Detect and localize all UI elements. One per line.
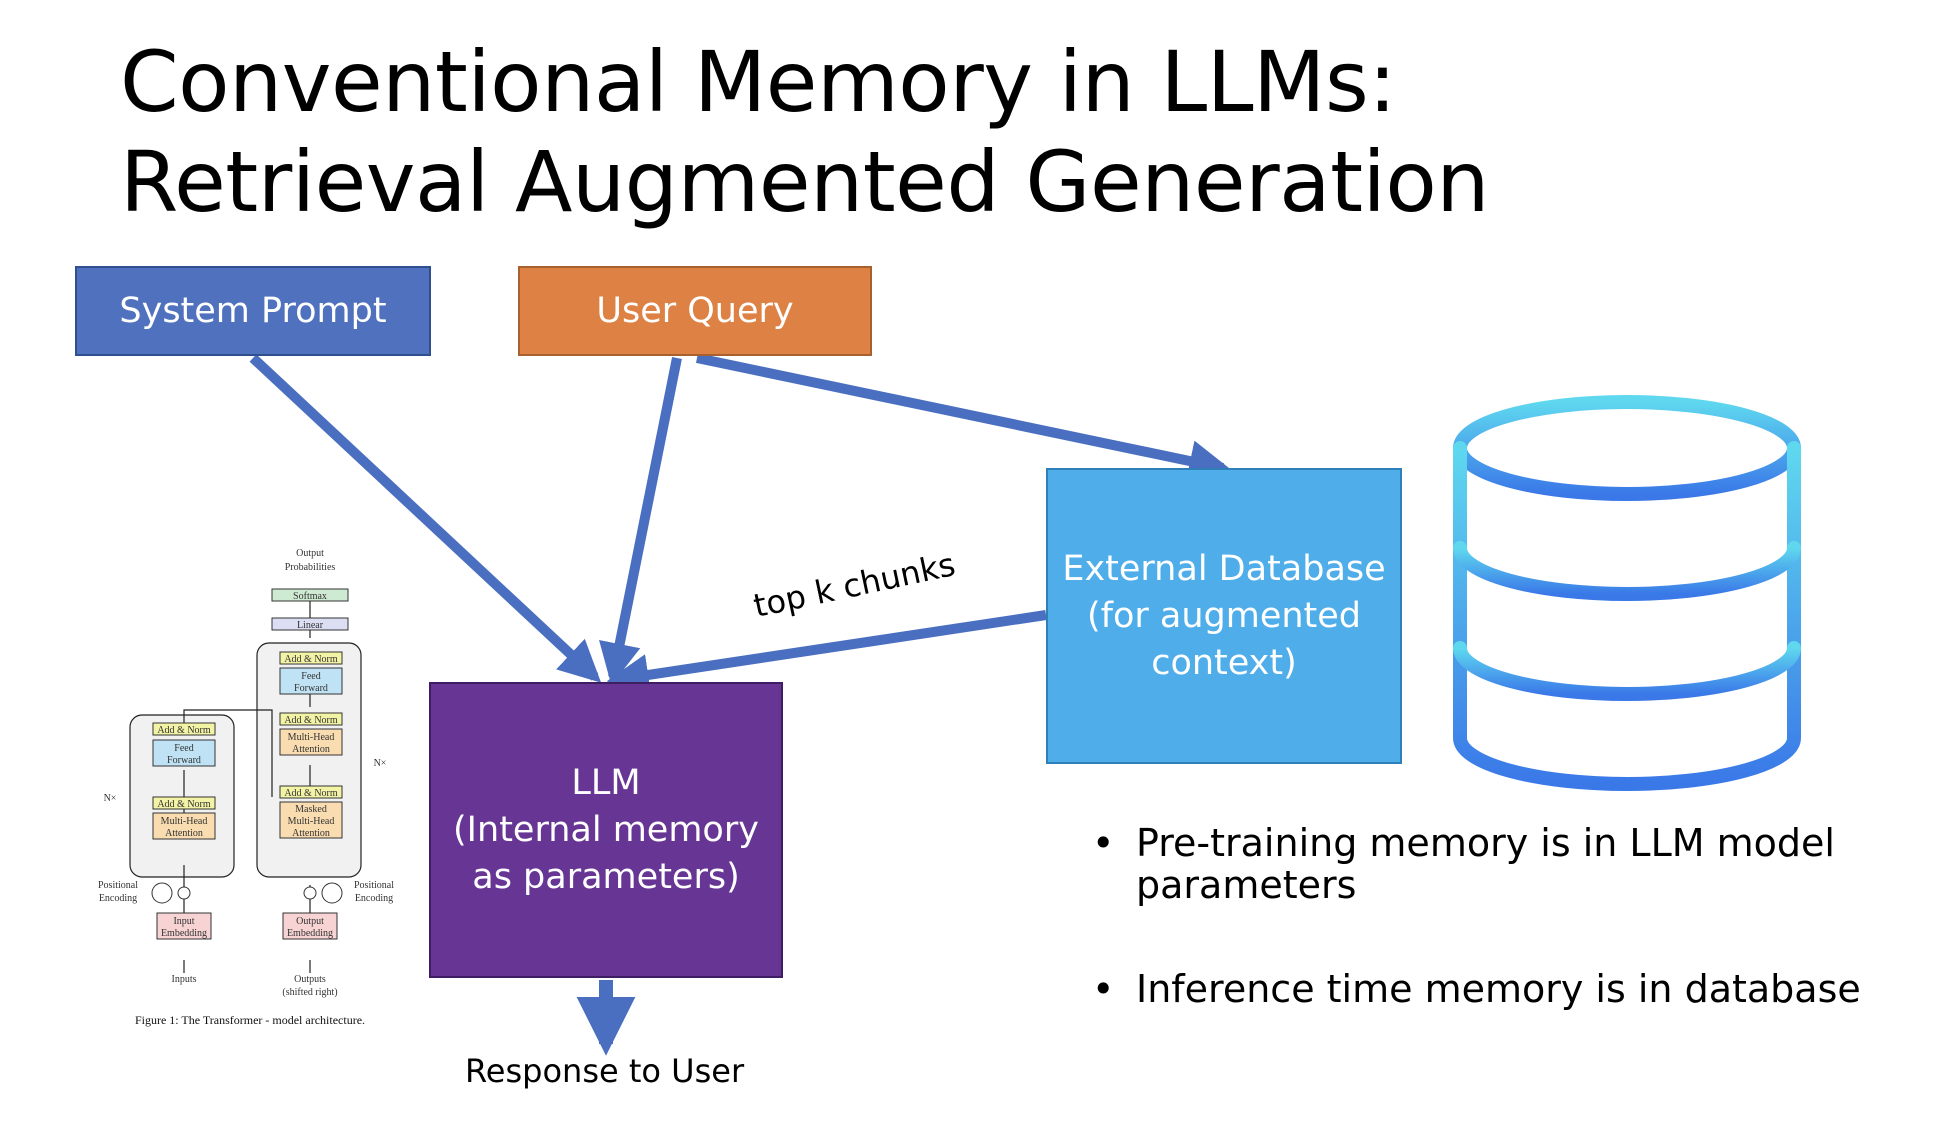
fig-pos-enc-left-1: Positional xyxy=(98,880,138,891)
fig-nx-left: N× xyxy=(104,793,117,804)
bullet-list: • Pre-training memory is in LLM model pa… xyxy=(1092,822,1952,1072)
decoder-masked-attention xyxy=(279,801,343,839)
llm-line-1: LLM xyxy=(571,762,641,803)
fig-output-emb-1: Output xyxy=(296,916,324,927)
fig-masked-3: Attention xyxy=(292,828,330,839)
fig-pos-enc-right-2: Encoding xyxy=(355,893,393,904)
decoder-positional-wave xyxy=(321,882,343,904)
fig-dec-addnorm-1: Add & Norm xyxy=(284,654,338,665)
encoder-add-circle xyxy=(177,886,191,900)
user-query-box: User Query xyxy=(518,266,872,356)
fig-dec-ff-1: Feed xyxy=(301,671,320,682)
bullet-item: • Pre-training memory is in LLM model pa… xyxy=(1092,822,1952,906)
database-icon xyxy=(1453,395,1801,791)
decoder-add-circle xyxy=(303,886,317,900)
fig-output-prob-1: Output xyxy=(296,548,324,559)
slide-title: Conventional Memory in LLMs: Retrieval A… xyxy=(120,32,1490,232)
encoder-positional-wave xyxy=(151,882,173,904)
llm-line-3: as parameters) xyxy=(472,856,740,897)
fig-enc-addnorm-1: Add & Norm xyxy=(157,725,211,736)
fig-outputs-2: (shifted right) xyxy=(282,987,337,998)
transformer-architecture-figure: Output Probabilities Softmax Linear Add … xyxy=(98,548,394,1027)
fig-dec-addnorm-2: Add & Norm xyxy=(284,715,338,726)
decoder-add-norm-3 xyxy=(279,785,343,799)
fig-masked-1: Masked xyxy=(295,804,327,815)
fig-enc-ff-2: Forward xyxy=(167,755,201,766)
fig-caption: Figure 1: The Transformer - model archit… xyxy=(135,1013,365,1027)
decoder-feed-forward xyxy=(279,667,343,695)
bullet-dot: • xyxy=(1092,967,1115,1011)
external-db-line-2: (for augmented xyxy=(1086,595,1362,636)
external-db-line-3: context) xyxy=(1151,642,1297,683)
fig-input-emb-2: Embedding xyxy=(161,928,207,939)
bullet-text-2: Inference time memory is in database xyxy=(1136,967,1861,1011)
decoder-softmax xyxy=(271,588,349,602)
fig-dec-ff-2: Forward xyxy=(294,683,328,694)
fig-input-emb-1: Input xyxy=(173,916,194,927)
fig-enc-mha-1: Multi-Head xyxy=(161,816,208,827)
fig-dec-addnorm-3: Add & Norm xyxy=(284,788,338,799)
external-db-line-1: External Database xyxy=(1062,548,1386,589)
fig-linear: Linear xyxy=(297,620,324,631)
decoder-add-norm-1 xyxy=(279,651,343,665)
fig-softmax: Softmax xyxy=(293,591,327,602)
encoder-stack-frame xyxy=(129,714,235,878)
system-prompt-box: System Prompt xyxy=(75,266,431,356)
llm-box: LLM (Internal memory as parameters) xyxy=(429,682,783,978)
encoder-multi-head-attention xyxy=(152,812,216,840)
llm-line-2: (Internal memory xyxy=(453,809,759,850)
fig-pos-enc-right-1: Positional xyxy=(354,880,394,891)
bullet-dot: • xyxy=(1092,821,1115,865)
encoder-add-norm-top xyxy=(152,722,216,736)
system-prompt-label: System Prompt xyxy=(119,291,387,331)
arrow-db-to-llm xyxy=(606,610,1047,696)
fig-dec-mha-1: Multi-Head xyxy=(288,732,335,743)
arrow-query-to-llm xyxy=(599,357,682,686)
encoder-feed-forward xyxy=(152,739,216,767)
arrow-system-to-llm xyxy=(249,354,602,683)
input-embedding xyxy=(156,912,212,940)
fig-enc-ff-1: Feed xyxy=(174,743,193,754)
title-line-2: Retrieval Augmented Generation xyxy=(120,133,1490,231)
bullet-item: • Inference time memory is in database xyxy=(1092,968,1952,1010)
decoder-add-norm-2 xyxy=(279,712,343,726)
fig-dec-mha-2: Attention xyxy=(292,744,330,755)
decoder-linear xyxy=(271,617,349,631)
fig-output-prob-2: Probabilities xyxy=(285,562,336,573)
fig-outputs-1: Outputs xyxy=(294,974,326,985)
response-to-user-label: Response to User xyxy=(465,1052,745,1090)
arrow-query-to-db xyxy=(695,353,1232,482)
fig-inputs: Inputs xyxy=(172,974,197,985)
fig-nx-right: N× xyxy=(374,758,387,769)
fig-output-emb-2: Embedding xyxy=(287,928,333,939)
bullet-text-1: Pre-training memory is in LLM model para… xyxy=(1136,821,1835,907)
fig-pos-enc-left-2: Encoding xyxy=(99,893,137,904)
output-embedding xyxy=(282,912,338,940)
title-line-1: Conventional Memory in LLMs: xyxy=(120,33,1397,131)
fig-enc-addnorm-2: Add & Norm xyxy=(157,799,211,810)
user-query-label: User Query xyxy=(596,291,794,331)
external-database-box: External Database (for augmented context… xyxy=(1046,468,1402,764)
fig-masked-2: Multi-Head xyxy=(288,816,335,827)
fig-enc-mha-2: Attention xyxy=(165,828,203,839)
encoder-add-norm-bottom xyxy=(152,796,216,810)
decoder-multi-head-attention xyxy=(279,728,343,756)
